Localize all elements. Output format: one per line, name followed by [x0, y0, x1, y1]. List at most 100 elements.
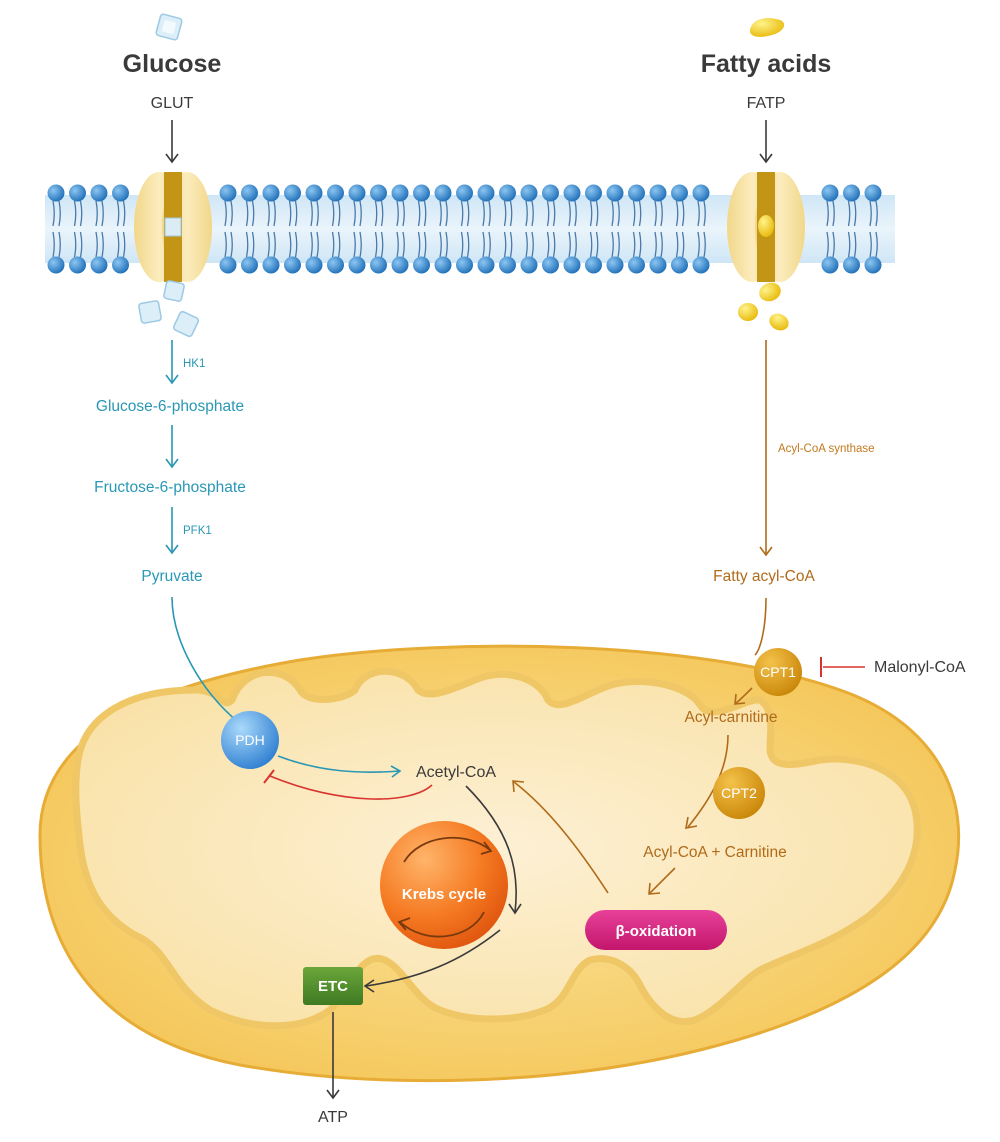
lipid-tail	[353, 200, 356, 227]
lipid-tail	[374, 200, 378, 227]
beta-to-acetyl	[513, 781, 609, 894]
lipid-tail	[675, 200, 679, 227]
lipid-tail	[310, 200, 313, 227]
malonyl-coa-label: Malonyl-CoA	[874, 659, 966, 676]
lipid-tail	[568, 231, 571, 258]
lipid-tail	[531, 231, 534, 258]
lipid-tail	[503, 231, 507, 258]
lipid-tail	[288, 200, 292, 227]
fatty-acids-title: Fatty acids	[701, 50, 832, 78]
lipid-tail	[466, 231, 470, 258]
lipid-tail	[853, 200, 857, 227]
lipid-head	[90, 256, 108, 274]
lipid-head	[520, 256, 538, 274]
lipid-tail	[654, 231, 657, 258]
lipid-head	[843, 256, 860, 274]
lipid-tail	[460, 200, 464, 227]
lipid-head	[563, 184, 581, 202]
lipid-tail	[294, 231, 298, 258]
lipid-tail	[417, 231, 421, 258]
lipid-head	[692, 256, 710, 274]
lipid-tail	[230, 231, 233, 258]
lipid-head	[692, 184, 710, 202]
lipid-tail	[79, 200, 83, 227]
lipid-tail	[402, 231, 405, 258]
lipid-head	[499, 184, 516, 202]
lipid-tail	[267, 231, 270, 258]
lipid-tail	[294, 200, 298, 227]
lipid-tail	[374, 231, 378, 258]
lipid-tail	[847, 200, 851, 227]
lipid-tail	[552, 231, 556, 258]
lipid-tail	[417, 200, 421, 227]
lipid-tail	[396, 200, 399, 227]
lipid-tail	[503, 200, 507, 227]
lipid-tail	[101, 231, 104, 258]
fatp-label: FATP	[747, 95, 786, 112]
lipid-tail	[853, 231, 857, 258]
lipid-tail	[251, 231, 255, 258]
lipid-tail	[552, 200, 556, 227]
lipid-tail	[654, 200, 657, 227]
lipid-tail	[826, 200, 829, 227]
cpt1-node	[754, 648, 802, 696]
lipid-head	[606, 184, 624, 202]
lipid-tail	[245, 231, 249, 258]
lipid-tail	[660, 200, 663, 227]
lipid-tail	[466, 200, 470, 227]
lipid-tail	[660, 231, 663, 258]
lipid-tail	[488, 231, 491, 258]
acetyl-inhibits-pdh	[269, 775, 433, 800]
lipid-tail	[52, 200, 55, 227]
lipid-head	[413, 256, 430, 274]
lipid-head	[47, 256, 65, 274]
lipid-tail	[832, 231, 835, 258]
pdh-node	[221, 711, 279, 769]
lipid-head	[563, 256, 581, 274]
lipid-head	[241, 184, 258, 202]
glucose-6-phosphate-label: Glucose-6-phosphate	[96, 398, 244, 415]
lipid-tail	[574, 231, 577, 258]
lipid-tail	[245, 200, 249, 227]
lipid-tail	[531, 200, 534, 227]
lipid-head	[219, 184, 237, 202]
lipid-tail	[331, 231, 335, 258]
lipid-head	[520, 184, 538, 202]
lipid-tail	[230, 200, 233, 227]
cpt1-to-acyl-carnitine	[735, 687, 753, 704]
lipid-tail	[331, 200, 335, 227]
lipid-tail	[617, 231, 620, 258]
atp-label: ATP	[318, 1109, 348, 1126]
etc-label: ETC	[318, 978, 348, 995]
lipid-tail	[353, 231, 356, 258]
fatty-acyl-coa-label: Fatty acyl-CoA	[713, 568, 815, 585]
beta-oxidation-node	[585, 910, 727, 950]
acetyl-coa-label: Acetyl-CoA	[416, 764, 496, 781]
lipid-tail	[396, 231, 399, 258]
lipid-head	[542, 256, 559, 274]
lipid-tail	[589, 200, 593, 227]
lipid-tail	[95, 200, 98, 227]
lipid-tail	[439, 200, 442, 227]
lipid-tail	[224, 200, 227, 227]
glucose-cube-icon	[155, 13, 183, 41]
acyl-carnitine-label: Acyl-carnitine	[684, 709, 777, 726]
lipid-head	[327, 184, 344, 202]
lipid-tail	[79, 231, 83, 258]
lipid-tail	[638, 200, 642, 227]
lipid-tail	[122, 200, 126, 227]
lipid-tail	[116, 200, 120, 227]
lipid-tail	[595, 200, 599, 227]
lipid-head	[821, 184, 839, 202]
lipid-tail	[460, 231, 464, 258]
krebs-cycle-node	[380, 821, 508, 949]
lipid-head	[585, 256, 602, 274]
lipid-tail	[611, 200, 614, 227]
lipid-head	[671, 184, 688, 202]
lipid-tail	[847, 231, 851, 258]
hk1-label: HK1	[183, 358, 205, 370]
lipid-tail	[703, 200, 706, 227]
glut-channel	[134, 172, 212, 282]
lipid-head	[477, 256, 495, 274]
